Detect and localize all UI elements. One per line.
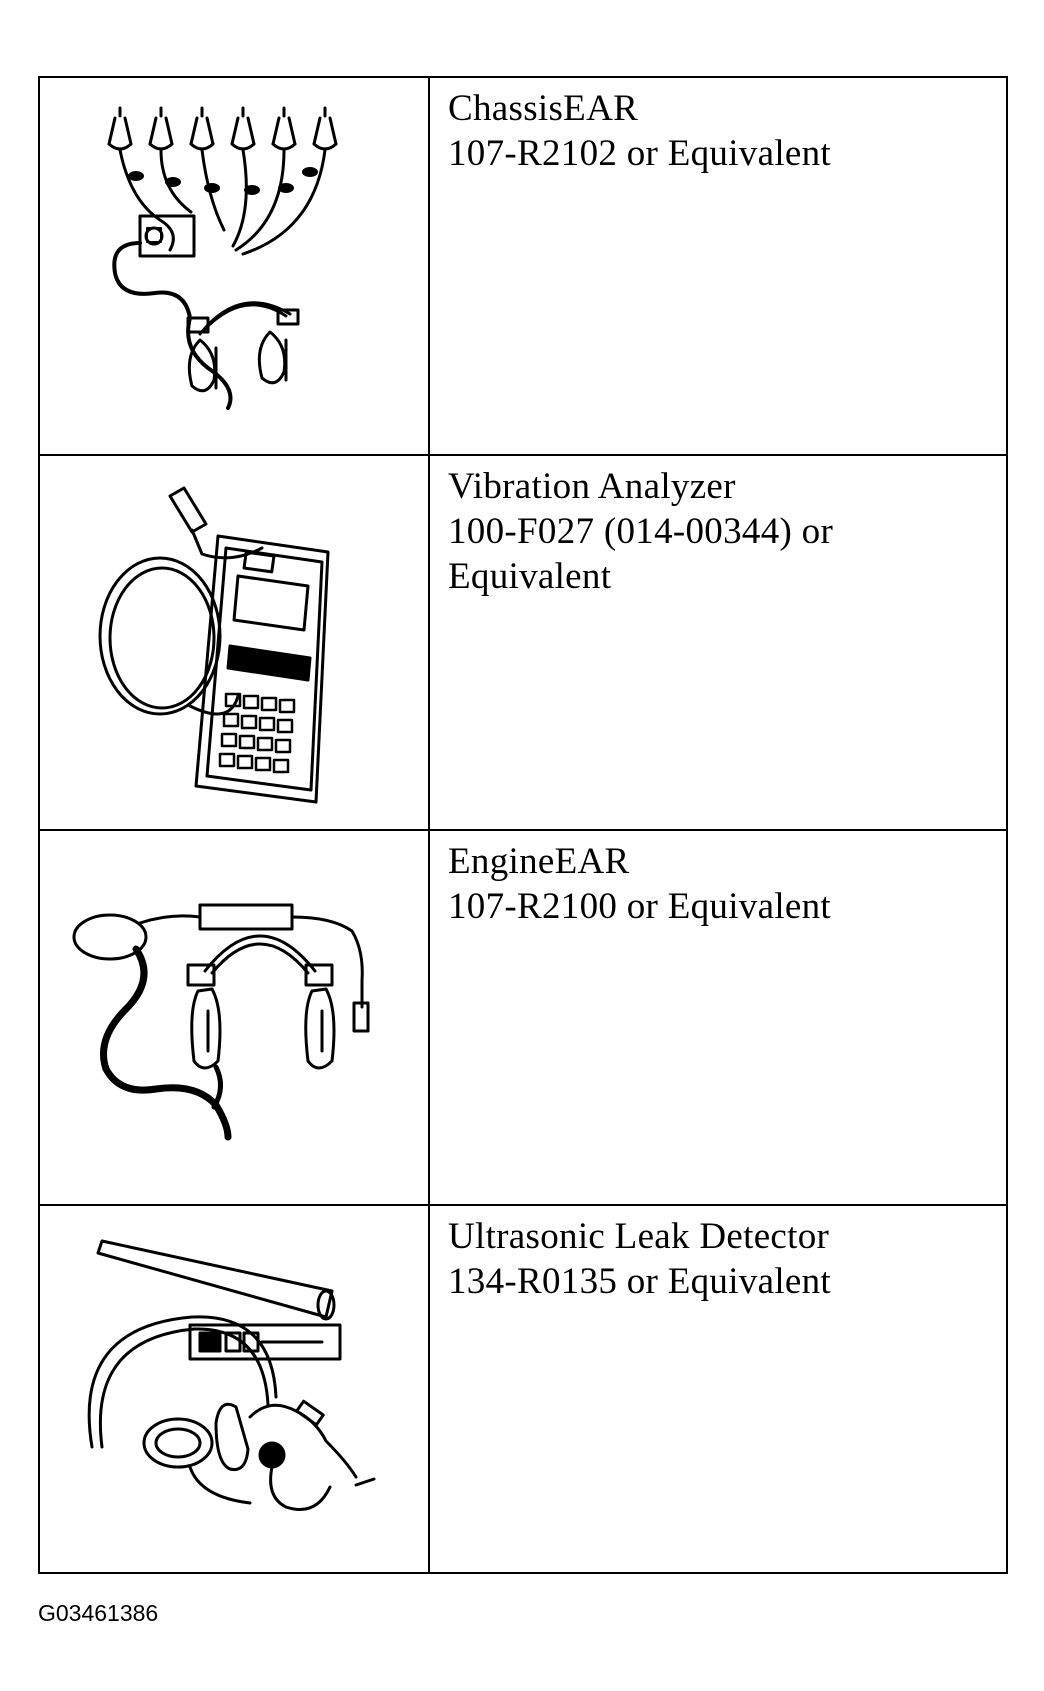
tool-image-cell bbox=[40, 456, 430, 829]
table-row: Vibration Analyzer 100-F027 (014-00344) … bbox=[40, 456, 1006, 831]
tool-text-cell: Ultrasonic Leak Detector 134-R0135 or Eq… bbox=[448, 1214, 996, 1304]
tool-part-number: 107-R2100 or Equivalent bbox=[448, 886, 832, 927]
tool-image-cell bbox=[40, 78, 430, 454]
vibration-analyzer-icon bbox=[98, 486, 330, 804]
tool-name: EngineEAR bbox=[448, 841, 630, 882]
tool-part-number: 100-F027 (014-00344) or Equivalent bbox=[448, 511, 834, 597]
ultrasonic-leak-detector-icon bbox=[87, 1239, 376, 1511]
tool-name: ChassisEAR bbox=[448, 88, 639, 129]
tools-table: ChassisEAR 107-R2102 or Equivalent bbox=[38, 76, 1008, 1574]
tool-part-number: 107-R2102 or Equivalent bbox=[448, 133, 832, 174]
tool-part-number: 134-R0135 or Equivalent bbox=[448, 1261, 832, 1302]
tool-name: Vibration Analyzer bbox=[448, 466, 736, 507]
tool-image-cell bbox=[40, 1206, 430, 1572]
chassis-ear-icon bbox=[107, 106, 338, 410]
table-row: EngineEAR 107-R2100 or Equivalent bbox=[40, 831, 1006, 1206]
tool-name: Ultrasonic Leak Detector bbox=[448, 1216, 830, 1257]
table-row: ChassisEAR 107-R2102 or Equivalent bbox=[40, 78, 1006, 456]
tool-text-cell: EngineEAR 107-R2100 or Equivalent bbox=[448, 839, 996, 929]
tool-text-cell: ChassisEAR 107-R2102 or Equivalent bbox=[448, 86, 996, 176]
figure-id: G03461386 bbox=[38, 1600, 159, 1626]
engine-ear-icon bbox=[72, 903, 370, 1141]
tool-text-cell: Vibration Analyzer 100-F027 (014-00344) … bbox=[448, 464, 996, 599]
table-row: Ultrasonic Leak Detector 134-R0135 or Eq… bbox=[40, 1206, 1006, 1572]
tool-image-cell bbox=[40, 831, 430, 1204]
